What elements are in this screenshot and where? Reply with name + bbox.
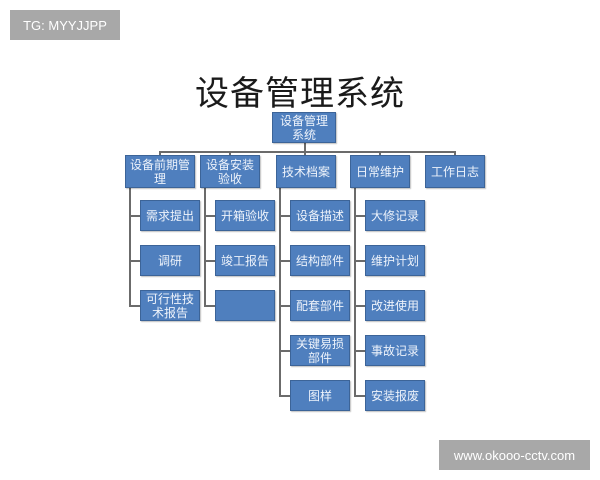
node-child: 事故记录 <box>365 335 425 366</box>
node-child: 图样 <box>290 380 350 411</box>
connector-drop <box>454 151 456 156</box>
connector-tick <box>354 395 365 397</box>
node-child: 结构部件 <box>290 245 350 276</box>
connector-tick <box>279 350 290 352</box>
connector-spine <box>279 188 281 396</box>
node-child: 大修记录 <box>365 200 425 231</box>
connector-spine <box>354 188 356 396</box>
connector-tick <box>279 260 290 262</box>
connector-drop <box>304 151 306 156</box>
connector-tick <box>129 215 140 217</box>
node-child: 开箱验收 <box>215 200 275 231</box>
node-child: 调研 <box>140 245 200 276</box>
node-branch-2: 设备安装验收 <box>200 155 260 188</box>
node-child: 关键易损部件 <box>290 335 350 366</box>
connector-drop <box>229 151 231 156</box>
connector-tick <box>354 350 365 352</box>
connector-drop <box>159 151 161 156</box>
node-child-empty <box>215 290 275 321</box>
connector-tick <box>129 260 140 262</box>
node-child: 设备描述 <box>290 200 350 231</box>
connector-drop <box>379 151 381 156</box>
connector-tick <box>279 305 290 307</box>
node-branch-4: 日常维护 <box>350 155 410 188</box>
connector-tick <box>354 305 365 307</box>
connector-spine <box>204 188 206 306</box>
connector-tick <box>204 260 215 262</box>
connector-tick <box>354 260 365 262</box>
node-child: 竣工报告 <box>215 245 275 276</box>
node-child: 安装报废 <box>365 380 425 411</box>
node-child: 可行性技术报告 <box>140 290 200 321</box>
node-child: 需求提出 <box>140 200 200 231</box>
connector-tick <box>279 395 290 397</box>
connector-tick <box>129 305 140 307</box>
node-branch-1: 设备前期管理 <box>125 155 195 188</box>
node-root: 设备管理系统 <box>272 112 336 143</box>
node-branch-3: 技术档案 <box>276 155 336 188</box>
node-child: 配套部件 <box>290 290 350 321</box>
watermark-bottom-right: www.okooo-cctv.com <box>439 440 590 470</box>
connector-tick <box>279 215 290 217</box>
node-branch-5: 工作日志 <box>425 155 485 188</box>
connector-tick <box>354 215 365 217</box>
watermark-top-left: TG: MYYJJPP <box>10 10 120 40</box>
connector-spine <box>129 188 131 306</box>
connector-level1-bar <box>159 151 456 153</box>
page-title: 设备管理系统 <box>195 74 405 114</box>
node-child: 维护计划 <box>365 245 425 276</box>
connector-tick <box>204 305 215 307</box>
node-child: 改进使用 <box>365 290 425 321</box>
connector-root <box>304 143 306 152</box>
connector-tick <box>204 215 215 217</box>
